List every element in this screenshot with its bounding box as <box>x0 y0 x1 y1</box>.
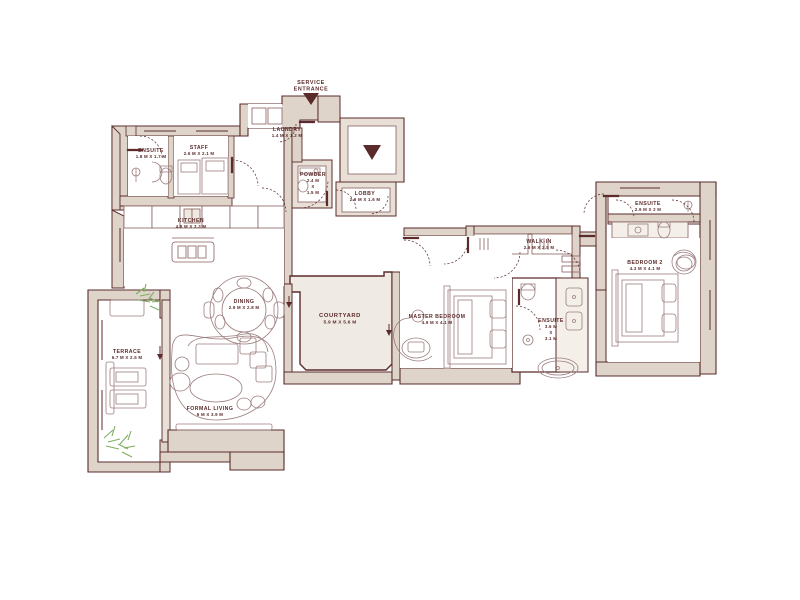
room-label-walk-in-name: WALK-IN <box>526 239 551 245</box>
direction-arrows <box>157 296 392 360</box>
room-label-bedroom2-name: BEDROOM 2 <box>627 260 662 266</box>
dining-set <box>203 275 285 345</box>
room-label-ensuite-staff-dim: 1.8 M X 1.7 M <box>136 154 167 159</box>
powder-fixtures <box>297 167 321 193</box>
main-entrance-marker <box>363 145 381 160</box>
wc-icon <box>159 167 173 185</box>
room-label-kitchen-name: KITCHEN <box>178 218 204 224</box>
bed-icon <box>177 159 201 195</box>
walk-in-wardrobe <box>479 238 581 273</box>
service-entrance-marker <box>303 93 319 105</box>
room-labels: SERVICE ENTRANCE ENSUITE 1.8 M X 1.7 M S… <box>112 80 663 417</box>
kitchen-counter <box>123 205 285 229</box>
door-swings <box>139 123 695 331</box>
room-label-ensuite-master-dim3: 3.1 M <box>545 336 557 341</box>
room-label-formal-living-name: FORMAL LIVING <box>187 406 234 412</box>
room-label-ensuite-master-dim2: X <box>549 330 552 335</box>
master-bed <box>443 285 507 369</box>
room-label-ensuite-bed2-dim: 2.9 M X 2 M <box>635 207 662 212</box>
room-label-ensuite-master-dim1: 3.6 M <box>545 324 557 329</box>
arrow-courtyard-left <box>286 296 292 308</box>
bedroom2-bed <box>611 269 679 347</box>
furniture-fixtures <box>103 107 697 458</box>
arrow-courtyard-right <box>386 324 392 336</box>
master-ensuite-fixtures <box>520 283 583 379</box>
room-label-ensuite-bed2-name: ENSUITE <box>635 201 661 207</box>
wall-masses <box>87 95 717 473</box>
room-label-staff-name: STAFF <box>190 145 209 151</box>
ensuite2-fixtures <box>627 200 696 270</box>
room-label-ensuite-master-name: ENSUITE <box>538 318 564 324</box>
room-label-courtyard-name: COURTYARD <box>319 313 361 319</box>
service-entrance-label-line1: SERVICE <box>297 80 325 86</box>
room-label-dining-dim: 2.9 M X 2.8 M <box>229 305 260 310</box>
room-label-powder-dim1: 2.4 M <box>307 178 319 183</box>
terrace-plants <box>103 283 163 458</box>
entrance-markers <box>303 93 381 160</box>
room-label-terrace-name: TERRACE <box>113 349 141 355</box>
laundry-appliances <box>251 107 283 125</box>
room-label-master-bedroom-dim: 4.9 M X 4.1 M <box>422 320 453 325</box>
room-label-kitchen-dim: 4.8 M X 3.3 M <box>176 224 207 229</box>
terrace-furniture <box>105 299 147 415</box>
bedroom2-chair <box>671 249 697 275</box>
room-label-bedroom2-dim: 4.3 M X 4.1 M <box>630 266 661 271</box>
room-label-laundry-name: LAUNDRY <box>273 127 301 133</box>
arrow-terrace <box>157 346 163 360</box>
room-label-terrace-dim: 6.7 M X 2.5 M <box>112 355 143 360</box>
service-entrance-label-line2: ENTRANCE <box>294 87 329 93</box>
room-label-powder-dim2: X <box>311 184 314 189</box>
room-label-lobby-dim: 2.6 M X 1.6 M <box>350 197 381 202</box>
room-label-walk-in-dim: 2.6 M X 2.5 M <box>524 245 555 250</box>
master-lounge-chair <box>393 309 433 362</box>
room-label-courtyard-dim: 5.9 M X 5.6 M <box>323 320 356 326</box>
room-label-staff-dim: 2.6 M X 2.1 M <box>184 151 215 156</box>
room-label-laundry-dim: 1.4 M X 1.2 M <box>272 133 303 138</box>
formal-living-furniture <box>169 333 277 431</box>
room-label-powder-dim3: 1.5 M <box>307 190 319 195</box>
door-leafs <box>126 120 620 306</box>
room-label-lobby-name: LOBBY <box>355 191 375 197</box>
room-label-master-bedroom-name: MASTER BEDROOM <box>409 314 466 320</box>
window-marks <box>101 130 711 430</box>
room-label-dining-name: DINING <box>234 299 255 305</box>
room-label-ensuite-staff-name: ENSUITE <box>138 148 164 154</box>
bathtub-icon <box>537 357 579 379</box>
room-label-powder-name: POWDER <box>300 172 326 178</box>
kitchen-island <box>171 237 215 263</box>
room-label-formal-living-dim: 6 M X 3.9 M <box>197 412 224 417</box>
